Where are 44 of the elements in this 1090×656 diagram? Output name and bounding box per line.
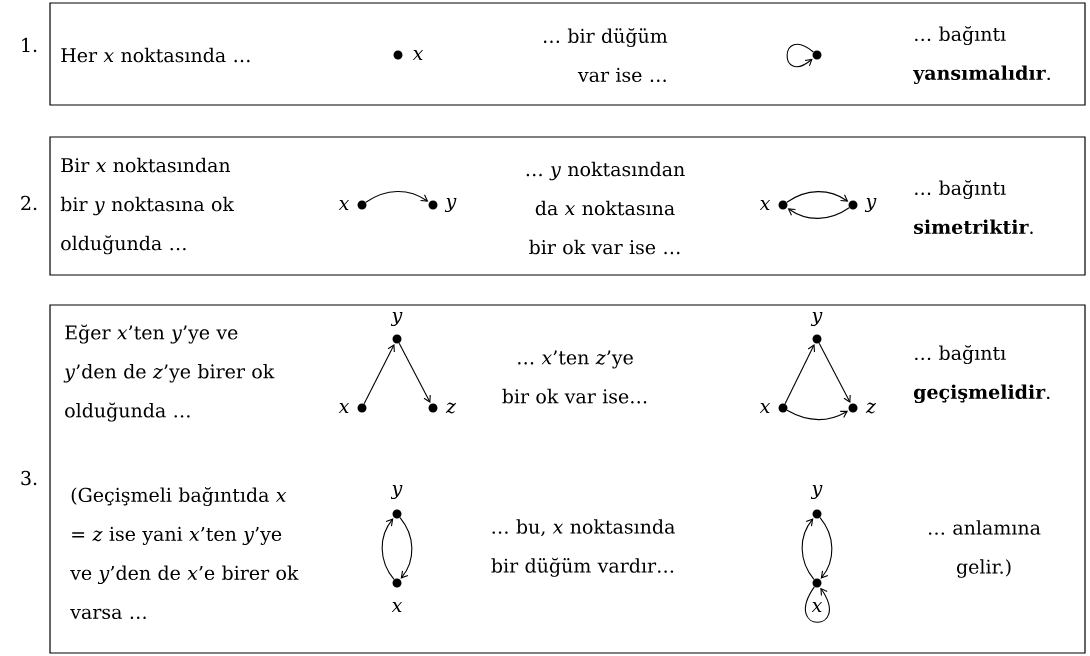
arrow bbox=[786, 191, 849, 203]
statement-text: … bu, x noktasında bir düğüm vardır… bbox=[491, 519, 675, 577]
arrow bbox=[363, 344, 395, 405]
statement-text: … anlamına gelir.) bbox=[928, 520, 1041, 578]
point-label: z bbox=[865, 402, 877, 414]
point-label: x bbox=[811, 602, 823, 612]
row-number: 2. bbox=[21, 195, 37, 211]
point-label: z bbox=[445, 402, 457, 414]
arrow bbox=[398, 342, 431, 403]
arrow bbox=[784, 344, 816, 405]
statement-text: … bağıntı geçişmelidir. bbox=[914, 344, 1050, 404]
statement-text: (Geçişmeli bağıntıda x = z ise yani x’ten y’ye ve y’den de x’e birer ok varsa … bbox=[70, 486, 299, 620]
loop-arrow bbox=[786, 43, 814, 68]
row-number: 3. bbox=[21, 470, 37, 486]
arrow bbox=[818, 342, 851, 403]
arrow bbox=[365, 190, 429, 203]
statement-text: Her x noktasında … bbox=[61, 47, 250, 63]
statement-text: … x’ten z’ye bir ok var ise… bbox=[502, 350, 647, 404]
point-label: x bbox=[338, 403, 350, 413]
statement-text: … bağıntı simetriktir. bbox=[914, 179, 1033, 235]
point-label: y bbox=[444, 197, 457, 213]
point-label: x bbox=[391, 602, 403, 612]
point-label: y bbox=[390, 484, 403, 500]
arrow bbox=[819, 517, 833, 579]
point-label: x bbox=[759, 403, 771, 413]
point-label: y bbox=[390, 311, 403, 327]
arrow bbox=[399, 517, 413, 579]
point-label: y bbox=[810, 484, 823, 500]
arrow bbox=[801, 518, 815, 580]
row-number: 1. bbox=[22, 37, 37, 53]
point-label: y bbox=[864, 197, 877, 213]
arrow bbox=[381, 518, 395, 580]
statement-text: … bir düğüm var ise … bbox=[543, 27, 668, 83]
point-label: x bbox=[412, 50, 424, 60]
arrow bbox=[786, 409, 849, 421]
statement-text: Eğer x’ten y’ye ve y’den de z’ye birer ok olduğunda … bbox=[63, 324, 275, 422]
arrow bbox=[787, 207, 850, 219]
point-label: x bbox=[338, 200, 350, 210]
point-label: x bbox=[759, 200, 771, 210]
point-label: y bbox=[810, 311, 823, 327]
statement-text: … bağıntı yansımalıdır. bbox=[912, 25, 1050, 85]
statement-text: Bir x noktasından bir y noktasına ok olduğunda … bbox=[60, 157, 235, 255]
loop-arrow bbox=[805, 586, 830, 623]
statement-text: … y noktasından da x noktasına bir ok var ise … bbox=[526, 161, 685, 255]
